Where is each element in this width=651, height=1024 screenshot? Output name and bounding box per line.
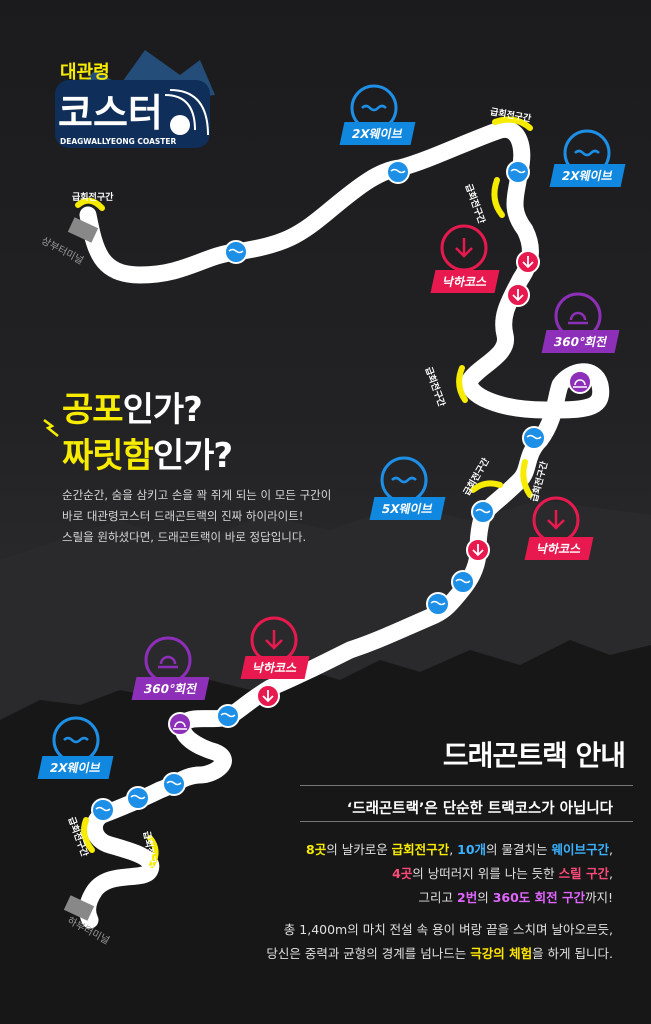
- tag-360-left: 360°회전: [131, 677, 210, 700]
- wave-glyphs: [95, 168, 542, 812]
- headline-line-1: 공포인가?: [62, 390, 203, 430]
- lower-terminal-building: [63, 895, 95, 921]
- logo-big-text: 코스터: [58, 91, 163, 135]
- guide-closing: 총 1,400m의 마치 전설 속 용이 벼랑 끝을 스치며 날아오르듯, 당신…: [266, 922, 613, 961]
- guide-description: 8곳의 날카로운 급회전구간, 10개의 물결치는 웨이브구간, 4곳의 낭떠러…: [306, 842, 613, 905]
- wave-icons: [91, 160, 546, 822]
- intro-text: 순간순간, 숨을 삼키고 손을 꽉 쥐게 되는 이 모든 구간이 바로 대관령코…: [62, 488, 332, 544]
- logo-graphic: [55, 50, 215, 148]
- forest-silhouette: [0, 640, 651, 1024]
- tag-2x-wave-bottom: 2X웨이브: [37, 756, 114, 779]
- lightning-icon: [43, 419, 59, 437]
- headline-line-2: 짜릿함인가?: [62, 436, 233, 476]
- divider-top: [300, 785, 633, 786]
- tag-drop-1: 낙하코스: [430, 270, 500, 293]
- sharp-curve-markers: [75, 116, 533, 868]
- rotation-icons: [168, 370, 592, 736]
- tag-2x-wave-top: 2X웨이브: [339, 122, 416, 145]
- tag-drop-3: 낙하코스: [240, 656, 310, 679]
- upper-terminal-building: [67, 217, 99, 243]
- callout-5x-wave: [380, 456, 428, 504]
- guide-title: 드래곤트랙 안내: [442, 739, 626, 772]
- callout-drop-1: [440, 224, 488, 272]
- guide-subtitle: ‘드래곤트랙’은 단순한 트랙코스가 아닙니다: [346, 801, 613, 817]
- divider-bottom: [300, 821, 633, 822]
- tag-drop-2: 낙하코스: [524, 537, 594, 560]
- tag-5x-wave: 5X웨이브: [369, 497, 446, 520]
- logo-small-text: 대관령: [60, 62, 110, 83]
- tag-2x-wave-right: 2X웨이브: [549, 164, 626, 187]
- drop-arrows: [262, 256, 534, 703]
- tag-360-right: 360°회전: [541, 330, 620, 353]
- curve-label-1: 급회전구간: [72, 193, 114, 203]
- logo-english-text: DEAGWALLYEONG COASTER: [60, 137, 177, 146]
